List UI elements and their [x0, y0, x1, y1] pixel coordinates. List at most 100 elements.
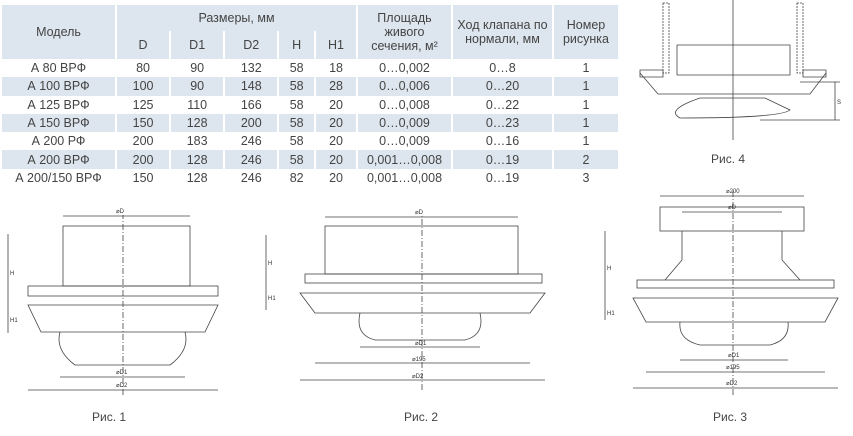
table-cell: 20 [329, 134, 343, 149]
table-cell: 58 [279, 77, 315, 96]
col-h: H [279, 31, 315, 59]
figure-1-caption: Рис. 1 [92, 410, 127, 424]
table-cell: 58 [289, 97, 304, 112]
table-cell: А 150 ВРФ [2, 113, 115, 133]
table-cell: 128 [186, 170, 208, 185]
table-cell: 200 [225, 113, 278, 133]
dim-label-h1: H1 [10, 318, 18, 324]
table-cell: 0…0,008 [379, 97, 430, 112]
table-cell: 1 [582, 134, 590, 149]
table-cell: 1 [554, 113, 618, 133]
table-cell: А 200/150 ВРФ [15, 170, 102, 185]
dim-label-d2: ⌀D2 [116, 383, 128, 389]
table-cell: 20 [329, 97, 343, 112]
table-cell: 0,001…0,008 [358, 150, 451, 169]
table-cell: 0…16 [485, 134, 520, 149]
table-cell: 58 [279, 113, 315, 133]
dim-label-d2: ⌀D2 [726, 381, 738, 387]
table-cell: 82 [289, 170, 304, 185]
specs-table: Модель Размеры, мм Площадь живого сечени… [0, 5, 620, 187]
table-cell: 0,001…0,008 [366, 170, 443, 185]
dim-label-d: ⌀D [116, 209, 125, 215]
table-cell: 58 [289, 61, 304, 76]
figure-3-caption: Рис. 3 [713, 410, 748, 424]
dim-label-h1: H1 [268, 296, 276, 302]
table-cell: 0…23 [453, 113, 552, 133]
table-cell: 58 [289, 134, 304, 149]
dim-label-s: S [837, 100, 841, 106]
table-cell: 200 [117, 150, 170, 169]
col-model: Модель [2, 5, 115, 59]
table-cell: 183 [186, 134, 208, 149]
table-cell: 200 [132, 134, 154, 149]
figure-2-drawing: ⌀D ⌀D1 ⌀195 ⌀D2 H H1 [265, 210, 546, 390]
table-cell: 80 [136, 61, 150, 76]
dim-label-d1: ⌀D1 [116, 370, 128, 376]
col-d1: D1 [171, 31, 224, 59]
table-cell: 20 [329, 170, 343, 185]
dim-label-h1: H1 [607, 311, 615, 317]
dim-label-d1: ⌀D1 [415, 341, 427, 347]
col-sizes: Размеры, мм [117, 5, 356, 31]
table-cell: А 80 ВРФ [30, 61, 87, 76]
table-cell: 150 [132, 170, 154, 185]
table-cell: 246 [240, 170, 262, 185]
table-cell: 18 [329, 61, 343, 76]
dim-label-d2: ⌀D2 [412, 374, 424, 380]
col-h1: H1 [316, 31, 356, 59]
table-cell: 246 [240, 134, 262, 149]
table-cell: 20 [316, 113, 356, 133]
dim-label-h: H [10, 271, 14, 277]
dim-label-d195: ⌀195 [726, 365, 740, 371]
table-cell: 148 [225, 77, 278, 96]
table-row: А 125 ВРФ 125 110 166 58 20 0…0,008 0…22 1 [2, 96, 618, 114]
table-cell: 0…22 [485, 97, 520, 112]
table-cell: 0…0,009 [379, 134, 430, 149]
table-cell: 0…0,002 [379, 61, 430, 76]
table-cell: А 200 РФ [31, 134, 86, 149]
table-cell: 28 [316, 77, 356, 96]
table-cell: 3 [582, 170, 590, 185]
table-cell: 0…0,006 [358, 77, 451, 96]
table-cell: 90 [171, 77, 224, 96]
table-cell: А 200 ВРФ [2, 150, 115, 169]
col-area: Площадь живого сечения, м² [358, 5, 451, 59]
dim-label-d: ⌀D [728, 205, 737, 211]
table-cell: 150 [117, 113, 170, 133]
col-d: D [117, 31, 170, 59]
dim-label-d195: ⌀195 [412, 357, 426, 363]
table-cell: 132 [240, 61, 262, 76]
col-figure: Номер рисунка [554, 5, 618, 59]
table-cell: 1 [582, 97, 590, 112]
col-d2: D2 [225, 31, 278, 59]
dim-label-h: H [607, 266, 611, 272]
dim-label-d1: ⌀D1 [728, 353, 740, 359]
table-cell: 20 [316, 150, 356, 169]
table-cell: 110 [187, 97, 208, 112]
dim-label-h: H [268, 261, 272, 267]
table-cell: 0…0,009 [358, 113, 451, 133]
table-cell: 0…8 [489, 61, 516, 76]
table-row: А 200 РФ 200 183 246 58 20 0…0,009 0…16 1 [2, 132, 618, 150]
table-cell: А 100 ВРФ [2, 77, 115, 96]
table-cell: 128 [171, 113, 224, 133]
table-cell: 125 [132, 97, 154, 112]
table-cell: А 125 ВРФ [27, 97, 90, 112]
table-cell: 1 [554, 77, 618, 96]
figure-2-caption: Рис. 2 [404, 410, 439, 424]
table-cell: 0…20 [453, 77, 552, 96]
table-cell: 2 [554, 150, 618, 169]
figure-1-drawing: ⌀D ⌀D1 ⌀D2 H H1 [7, 209, 219, 395]
table-cell: 0…19 [453, 150, 552, 169]
dim-label-d200: ⌀200 [726, 189, 740, 195]
table-cell: 166 [240, 97, 262, 112]
table-cell: 100 [117, 77, 170, 96]
table-cell: 58 [279, 150, 315, 169]
figure-4-drawing: S [639, 0, 841, 140]
